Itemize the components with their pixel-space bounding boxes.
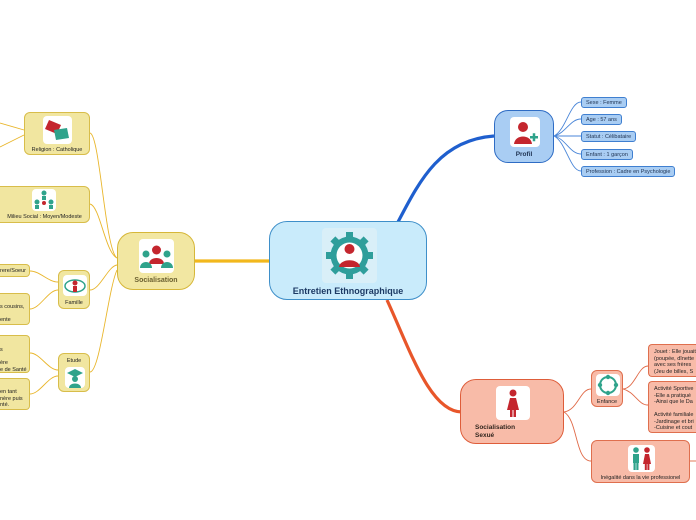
socialisation-sexue-label: Socialisation Sexué [475,424,516,439]
inegalite-label: Inégalité dans la vie professionel [600,475,681,481]
etude-node[interactable]: Etude [58,353,90,392]
children-circle-icon [596,374,620,396]
religion-icon [43,116,72,144]
famille-label: Famille [65,300,83,306]
group-meeting-icon [139,239,174,273]
gear-person-icon [322,228,377,283]
famille-node[interactable]: Famille [58,270,90,309]
socialisation-label: Socialisation [134,277,178,284]
socialisation-node[interactable]: Socialisation [117,232,195,290]
family-icon [63,275,87,296]
famille-leaf-cousins-text-a: s cousins, [0,304,25,310]
branch-sexue [385,299,463,414]
social-hierarchy-icon [32,189,56,211]
inegalite-node[interactable]: Inégalité dans la vie professionel [591,440,690,483]
enfance-node[interactable]: Enfance [591,370,623,407]
etude-leaf-2-text: en tant nère puis nté. [0,389,23,408]
milieu-node[interactable]: Milieu Social : Moyen/Modeste [0,186,90,223]
profil-label: Profil [515,151,533,158]
famille-leaf-cousins-text-b: ente [0,317,11,323]
woman-icon [496,386,530,420]
etude-leaf-2[interactable]: en tant nère puis nté. [0,378,30,410]
enfance-leaf-activites[interactable]: Activité Sportive -Elle a pratiqué -Ains… [648,381,696,433]
etude-label: Etude [66,358,82,364]
branch-profil [396,134,495,223]
profil-sexe[interactable]: Sexe : Femme [581,97,627,108]
enfance-leaf-activites-text: Activité Sportive -Elle a pratiqué -Ains… [654,386,694,431]
profil-statut[interactable]: Statut : Célibataire [581,131,637,142]
central-topic-label: Entretien Ethnographique [292,286,404,296]
religion-node[interactable]: Religion : Catholique [24,112,90,155]
profil-enfant[interactable]: Enfant : 1 garçon [581,149,633,160]
famille-leaf-cousins[interactable]: s cousins, ente [0,293,30,325]
famille-leaf-siblings-text: rere/Soeur [0,268,26,274]
famille-leaf-siblings[interactable]: rere/Soeur [0,264,30,277]
profil-profession[interactable]: Profession : Cadre en Psychologie [581,166,676,177]
central-topic[interactable]: Entretien Ethnographique [269,221,427,300]
milieu-label: Milieu Social : Moyen/Modeste [7,214,82,220]
religion-label: Religion : Catholique [31,147,83,153]
profil-node[interactable]: Profil [494,110,554,163]
man-woman-icon [628,445,655,472]
enfance-leaf-jouet-text: Jouet : Elle jouait (poupée, dînette ave… [654,349,696,375]
etude-leaf-1[interactable]: s ère e de Santé [0,335,30,373]
enfance-leaf-jouet[interactable]: Jouet : Elle jouait (poupée, dînette ave… [648,344,696,377]
profile-user-icon [510,117,540,147]
graduation-icon [65,367,85,388]
profil-age[interactable]: Age : 57 ans [581,114,622,125]
socialisation-sexue-node[interactable]: Socialisation Sexué [460,379,564,444]
etude-leaf-1-text: s ère e de Santé [0,347,27,373]
enfance-label: Enfance [596,399,618,405]
